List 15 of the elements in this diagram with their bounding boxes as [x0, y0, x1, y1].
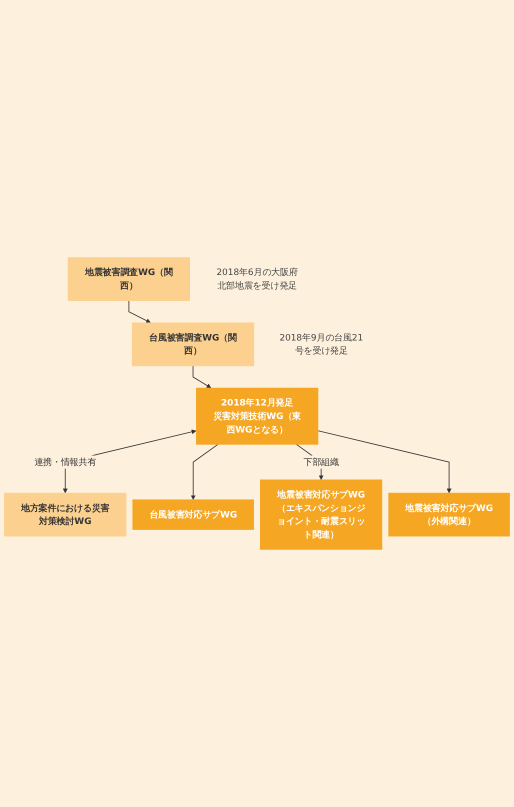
node-label: 2018年6月の大阪府北部地震を受け発足	[216, 266, 298, 291]
node-box	[196, 388, 318, 445]
edge-label: 下部組織	[303, 456, 339, 468]
edge-label: 連携・情報共有	[34, 456, 96, 468]
arrow	[128, 300, 151, 323]
arrow	[318, 430, 452, 494]
node-box	[388, 492, 510, 536]
arrow	[192, 365, 212, 388]
node-box	[68, 257, 190, 301]
arrow	[190, 444, 218, 500]
node-label: 2018年9月の台風21号を受け発足	[279, 332, 364, 356]
node-box	[260, 480, 382, 550]
node-box	[132, 322, 254, 366]
node-box	[4, 492, 126, 536]
node-box	[132, 499, 254, 530]
